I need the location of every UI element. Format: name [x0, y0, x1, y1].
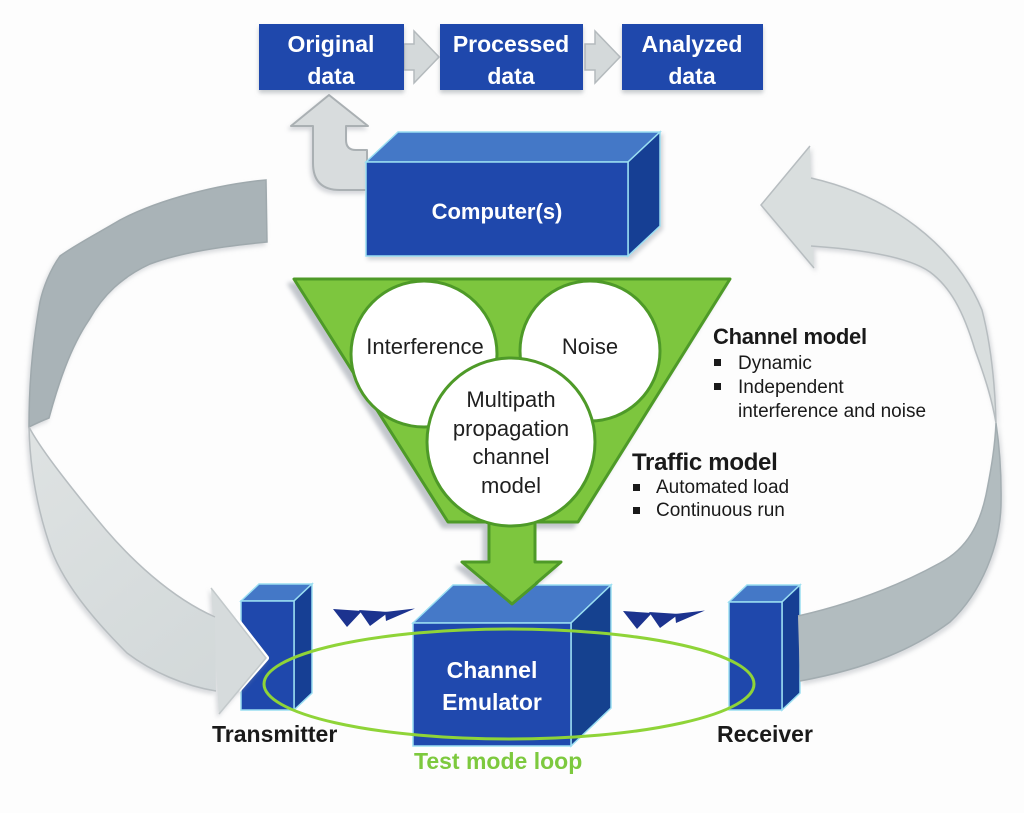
svg-text:Dynamic: Dynamic: [738, 353, 812, 374]
svg-text:data: data: [487, 63, 535, 89]
svg-text:propagation: propagation: [453, 416, 569, 441]
svg-text:data: data: [307, 63, 355, 89]
svg-text:interference and noise: interference and noise: [738, 401, 926, 422]
svg-text:model: model: [481, 473, 541, 498]
svg-text:Traffic model: Traffic model: [632, 449, 777, 476]
svg-text:Continuous run: Continuous run: [656, 500, 785, 521]
svg-text:Interference: Interference: [366, 334, 483, 359]
svg-text:Channel: Channel: [447, 657, 538, 683]
svg-text:data: data: [668, 63, 716, 89]
svg-text:Multipath: Multipath: [466, 387, 555, 412]
svg-text:Emulator: Emulator: [442, 689, 542, 715]
svg-text:Test mode loop: Test mode loop: [414, 748, 582, 774]
svg-text:Transmitter: Transmitter: [212, 721, 337, 747]
svg-text:Original: Original: [288, 31, 375, 57]
svg-text:Noise: Noise: [562, 334, 618, 359]
svg-text:Receiver: Receiver: [717, 721, 813, 747]
svg-text:Automated load: Automated load: [656, 477, 789, 498]
svg-text:Processed: Processed: [453, 31, 569, 57]
svg-text:Computer(s): Computer(s): [432, 199, 563, 224]
svg-text:Channel model: Channel model: [713, 324, 867, 349]
svg-text:Analyzed: Analyzed: [642, 31, 743, 57]
svg-text:Independent: Independent: [738, 377, 844, 398]
svg-text:channel: channel: [472, 444, 549, 469]
